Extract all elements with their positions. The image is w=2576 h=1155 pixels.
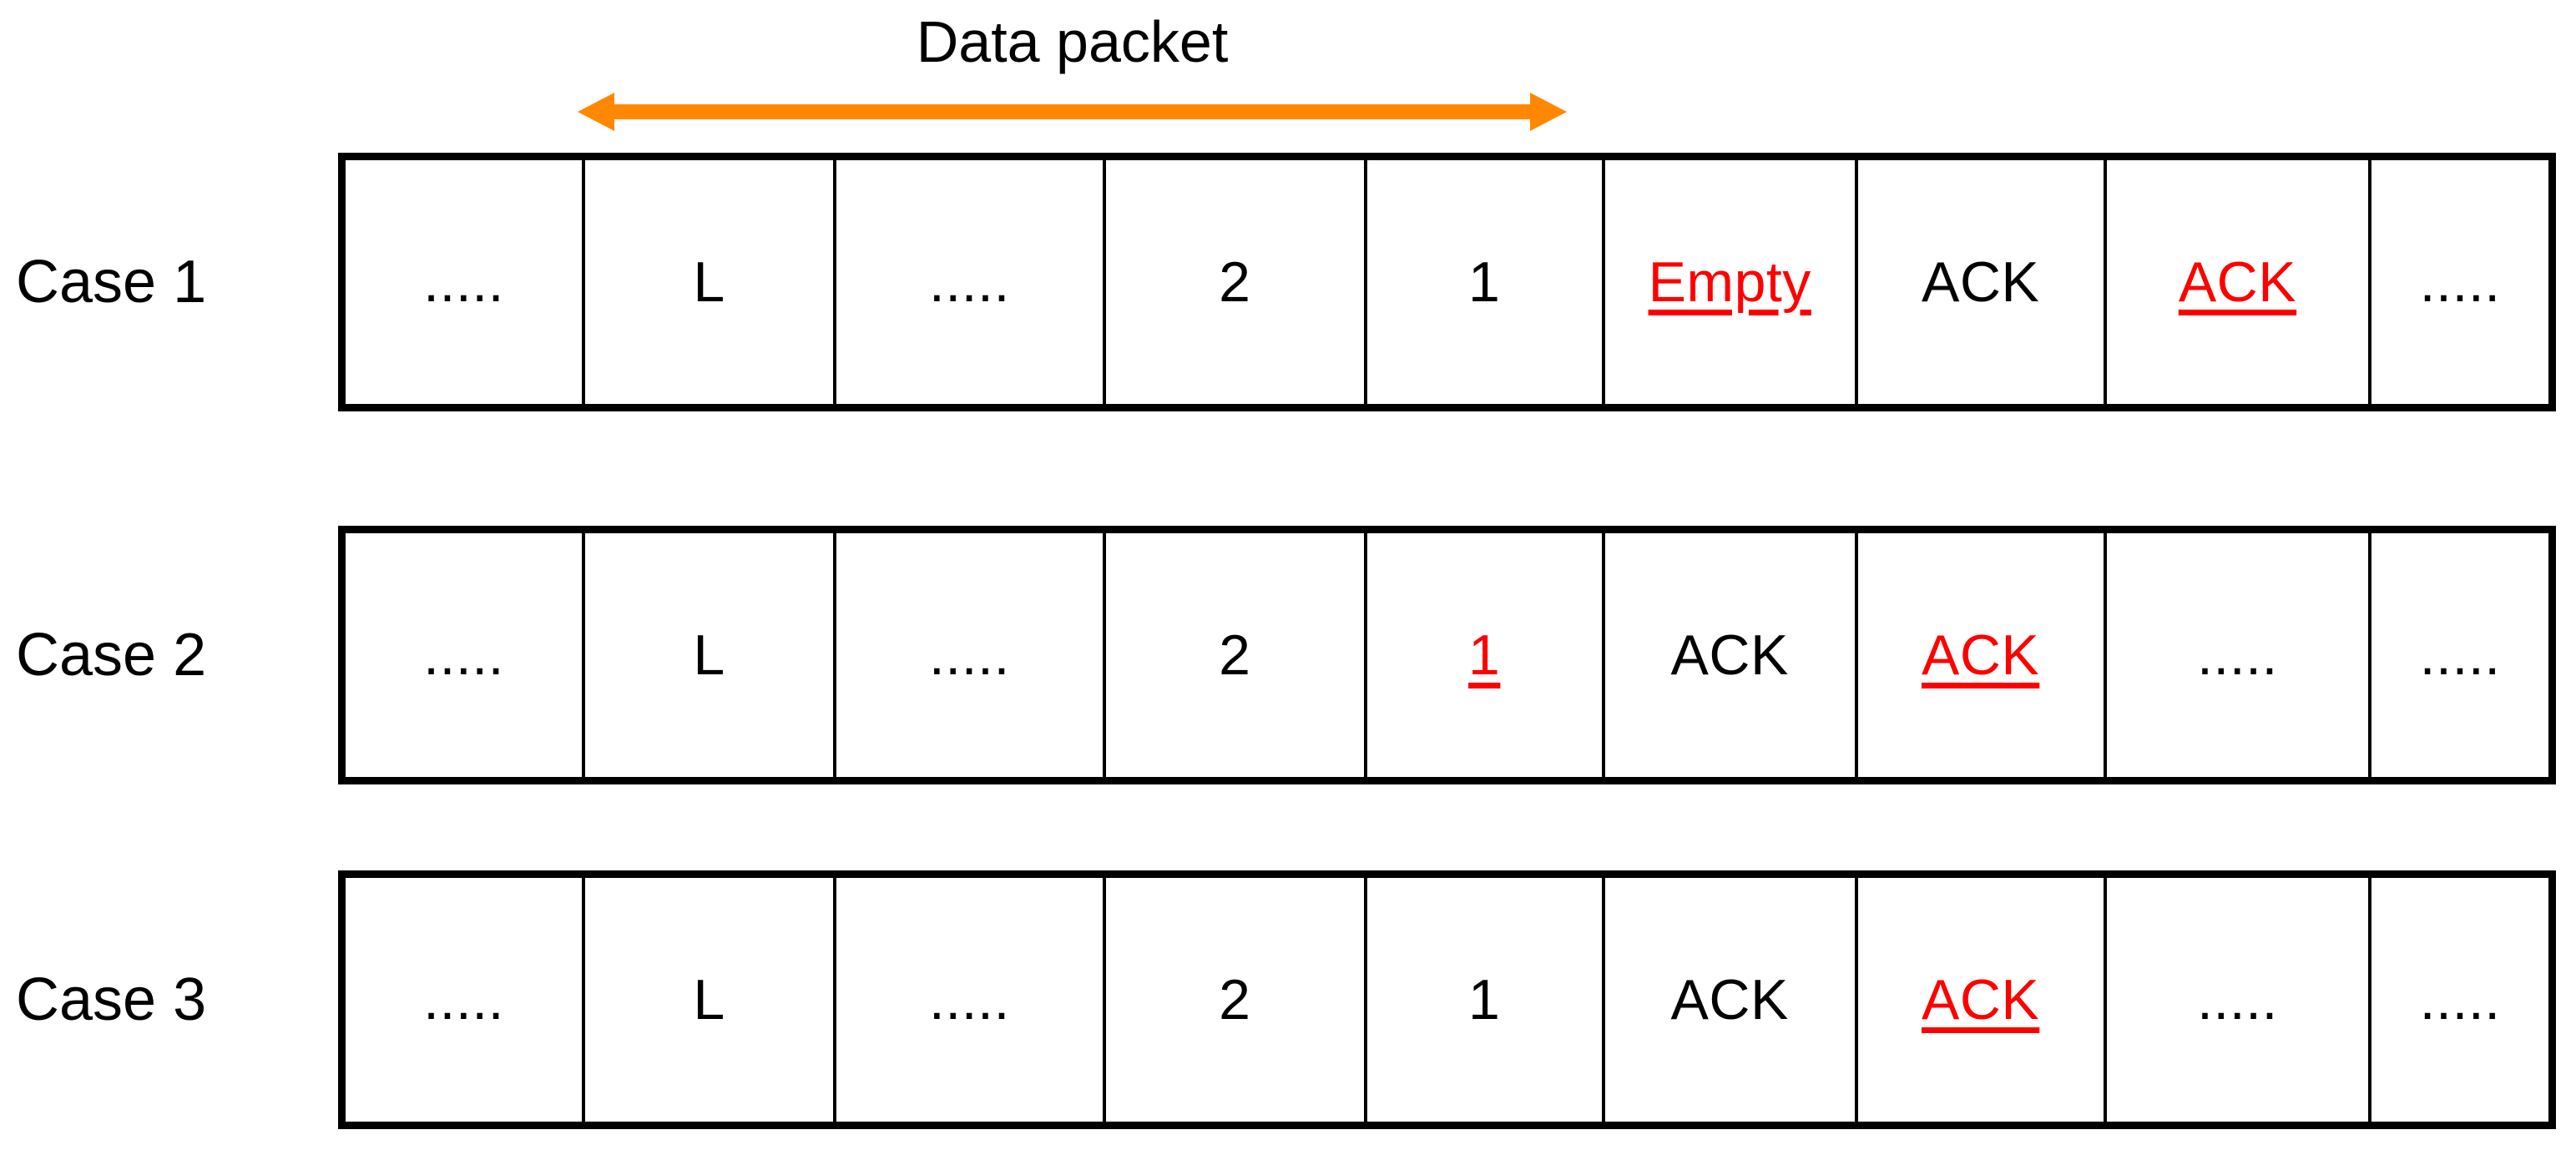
cell-label: 1	[1468, 967, 1501, 1031]
buffer-cell: 1	[1363, 878, 1602, 1122]
buffer-cell: .....	[833, 878, 1103, 1122]
cell-label: L	[693, 967, 725, 1031]
case-2-buffer: ..... L ..... 2 1 ACK ACK ..... .....	[338, 526, 2556, 784]
cell-label: L	[693, 250, 725, 314]
cell-label: ACK	[1921, 967, 2040, 1031]
buffer-cell: 2	[1102, 160, 1364, 404]
buffer-cell: .....	[346, 878, 582, 1122]
buffer-cell: .....	[2103, 878, 2369, 1122]
buffer-cell: 2	[1102, 533, 1364, 777]
data-packet-arrow	[578, 93, 1567, 131]
cell-label: .....	[2419, 623, 2501, 687]
buffer-cell-one-highlight: 1	[1363, 533, 1602, 777]
buffer-cell: ACK	[1854, 160, 2104, 404]
buffer-cell: .....	[833, 160, 1103, 404]
case-3-buffer: ..... L ..... 2 1 ACK ACK ..... .....	[338, 870, 2556, 1129]
cell-label: Empty	[1648, 250, 1811, 314]
cell-label: L	[693, 623, 725, 687]
cell-label: .....	[2196, 623, 2278, 687]
cell-label: 2	[1219, 250, 1251, 314]
buffer-cell: .....	[2368, 533, 2548, 777]
cell-label: .....	[423, 250, 505, 314]
cell-label: 1	[1468, 623, 1501, 687]
buffer-cell: L	[582, 878, 833, 1122]
cell-label: ACK	[1670, 967, 1789, 1031]
case-2-label: Case 2	[16, 622, 207, 688]
cell-label: ACK	[2178, 250, 2297, 314]
case-3-label: Case 3	[16, 966, 207, 1033]
arrow-right-head-icon	[1530, 93, 1567, 131]
buffer-cell-ack-highlight: ACK	[2103, 160, 2369, 404]
arrow-body	[611, 104, 1533, 119]
case-1-buffer: ..... L ..... 2 1 Empty ACK ACK .....	[338, 153, 2556, 411]
cell-label: ACK	[1921, 623, 2040, 687]
cell-label: .....	[928, 623, 1010, 687]
cell-label: .....	[423, 967, 505, 1031]
cell-label: .....	[928, 250, 1010, 314]
cell-label: 2	[1219, 623, 1251, 687]
cell-label: .....	[928, 967, 1010, 1031]
cell-label: ACK	[1670, 623, 1789, 687]
cell-label: .....	[2419, 967, 2501, 1031]
cell-label: ACK	[1921, 250, 2040, 314]
buffer-cell: L	[582, 533, 833, 777]
buffer-cell-empty-highlight: Empty	[1601, 160, 1855, 404]
cell-label: .....	[2196, 967, 2278, 1031]
buffer-cell: .....	[833, 533, 1103, 777]
buffer-cell-ack-highlight: ACK	[1854, 878, 2104, 1122]
cell-label: 2	[1219, 967, 1251, 1031]
cell-label: .....	[2419, 250, 2501, 314]
cell-label: .....	[423, 623, 505, 687]
buffer-cell: L	[582, 160, 833, 404]
buffer-cell: ACK	[1601, 878, 1855, 1122]
cell-label: 1	[1468, 250, 1501, 314]
data-packet-label: Data packet	[916, 9, 1229, 74]
buffer-cell: .....	[346, 160, 582, 404]
buffer-cell: .....	[2368, 878, 2548, 1122]
buffer-cell-ack-highlight: ACK	[1854, 533, 2104, 777]
buffer-cell: ACK	[1601, 533, 1855, 777]
buffer-cell: .....	[2103, 533, 2369, 777]
buffer-cell: 1	[1363, 160, 1602, 404]
buffer-cell: 2	[1102, 878, 1364, 1122]
arrow-left-head-icon	[578, 93, 614, 131]
case-1-label: Case 1	[16, 249, 207, 315]
buffer-cell: .....	[346, 533, 582, 777]
buffer-cell: .....	[2368, 160, 2548, 404]
